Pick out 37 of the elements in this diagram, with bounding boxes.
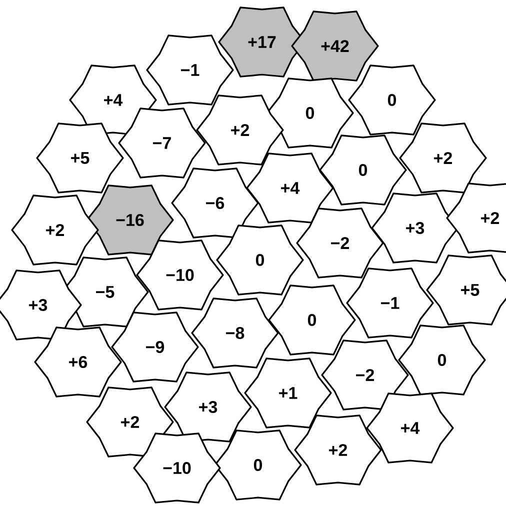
fuel-tile: +6 (34, 326, 122, 398)
fuel-tile: +3 (0, 270, 82, 340)
fuel-tile: 0 (266, 78, 354, 148)
fuel-tile: +4 (246, 152, 334, 224)
fuel-tile: +5 (36, 122, 124, 194)
fuel-tile: +2 (294, 414, 382, 486)
fuel-tile: +5 (426, 254, 506, 326)
fuel-tile: −6 (171, 168, 259, 238)
fuel-tile: −1 (346, 268, 434, 338)
fuel-tile: +3 (164, 372, 252, 442)
fuel-tile: +2 (399, 122, 487, 194)
fuel-tile: +42 (291, 10, 379, 82)
fuel-tile: −2 (321, 340, 409, 410)
fuel-tile: +2 (196, 94, 284, 166)
fuel-tile: +2 (11, 194, 99, 266)
fuel-tile: −1 (146, 34, 234, 106)
fuel-tile: −5 (61, 256, 149, 328)
fuel-tile: −16 (86, 184, 174, 256)
fuel-tile: −8 (191, 298, 279, 368)
fuel-tile: +2 (446, 182, 506, 254)
fuel-tile: −9 (111, 312, 199, 382)
fuel-tile: +1 (244, 358, 332, 428)
fuel-tile: 0 (268, 284, 356, 356)
fuel-tile: +17 (218, 6, 306, 78)
fuel-tile: −2 (296, 208, 384, 278)
fuel-tile: 0 (216, 224, 304, 296)
fuel-tile: 0 (319, 134, 407, 206)
fuel-tile: +2 (86, 386, 174, 458)
fuel-tile: +3 (371, 192, 459, 264)
fuel-tile: −10 (136, 240, 224, 310)
fuel-tile: −7 (118, 108, 206, 178)
fuel-tile: 0 (214, 430, 302, 500)
node-label: +2 (481, 212, 499, 224)
fuel-tile: +4 (366, 392, 454, 464)
fuel-tile: 0 (398, 324, 486, 396)
fuel-tile: 0 (348, 64, 436, 136)
fuel-tile: −10 (133, 432, 221, 504)
